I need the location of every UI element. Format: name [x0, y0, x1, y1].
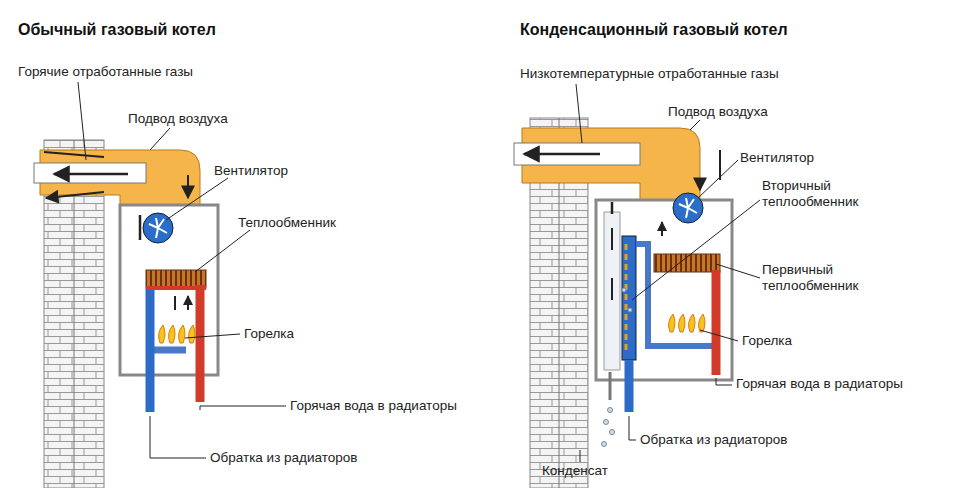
supply-pipe — [196, 285, 205, 402]
part-label: Подвод воздуха — [668, 104, 768, 120]
leader-lines — [78, 82, 286, 458]
air-arrow-down — [187, 175, 189, 198]
part-label: Подвод воздуха — [128, 111, 228, 127]
part-label: Низкотемпературные отработанные газы — [520, 66, 779, 82]
air-arrows — [700, 150, 720, 190]
return-pipe — [146, 288, 155, 412]
flow-arrows — [175, 296, 188, 310]
part-label: Первичный теплообменник — [762, 262, 892, 294]
condensate-drain — [609, 372, 612, 400]
part-label: Обратка из радиаторов — [210, 450, 357, 466]
part-label: Горелка — [244, 326, 294, 342]
part-label: Конденсат — [542, 463, 608, 479]
leader-lines — [576, 84, 760, 462]
secondary-coil — [625, 244, 628, 352]
condensate-drops — [602, 288, 633, 447]
part-label: Горячие отработанные газы — [18, 64, 193, 80]
gas-arrows — [54, 174, 140, 240]
part-label: Обратка из радиаторов — [640, 432, 787, 448]
heading: Обычный газовый котел — [18, 20, 216, 39]
boiler-housing — [596, 200, 732, 380]
air-arrows — [44, 152, 104, 198]
burner-flames — [669, 314, 705, 332]
part-label: Вторичный теплообменник — [762, 178, 892, 210]
part-label: Горячая вода в радиаторы — [290, 398, 457, 414]
supply-pipe — [712, 270, 721, 375]
burner-flames — [159, 325, 195, 343]
part-label: Теплообменник — [238, 215, 336, 231]
pipe-top — [146, 286, 206, 290]
fan-blades — [679, 198, 697, 218]
fan — [143, 213, 173, 243]
part-label: Горелка — [742, 333, 792, 349]
part-label: Вентилятор — [740, 150, 814, 166]
part-label: Вентилятор — [214, 163, 288, 179]
part-label: Горячая вода в радиаторы — [736, 376, 903, 392]
gas-arrows — [524, 154, 612, 214]
heading: Конденсационный газовый котел — [520, 20, 788, 39]
return-pipe — [625, 360, 634, 412]
flow-arrows — [612, 222, 662, 300]
fan-blades — [149, 218, 167, 238]
